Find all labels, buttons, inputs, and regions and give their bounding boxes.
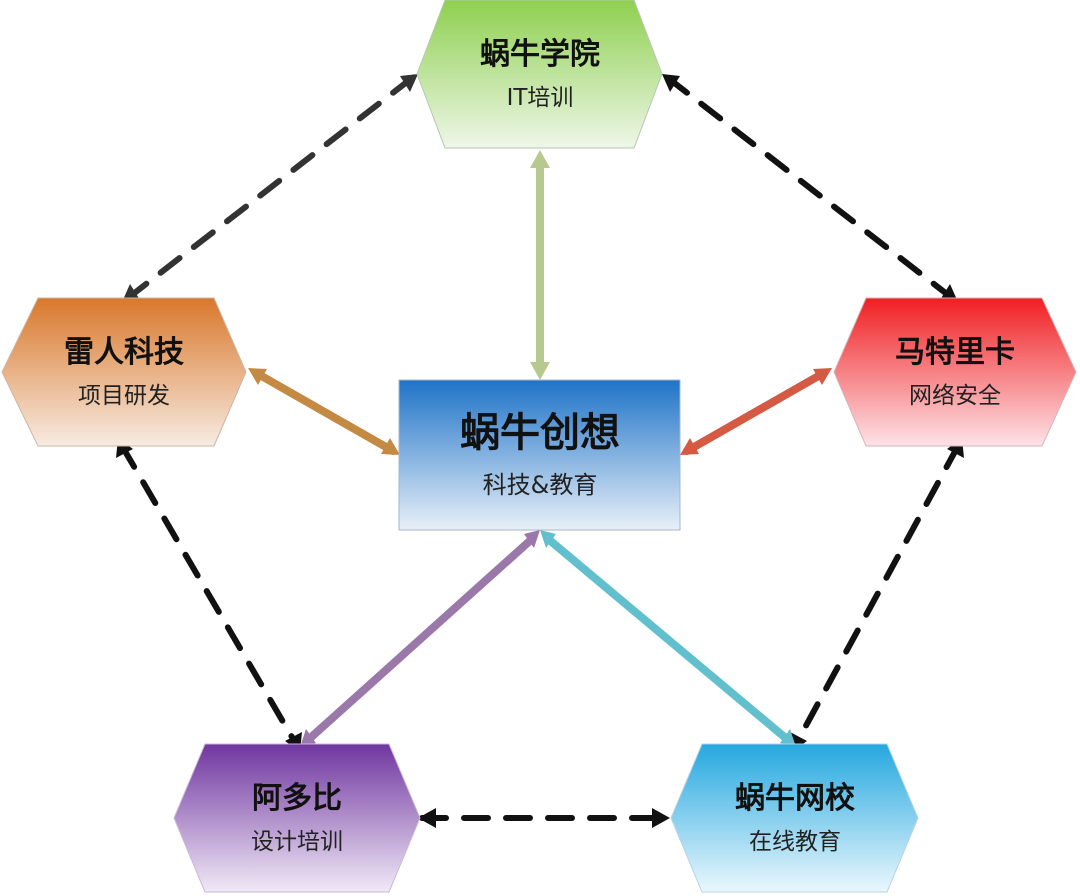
arrowhead-bottom-right <box>652 808 670 828</box>
arrowhead-center-left-outer <box>248 368 267 385</box>
node-bottom-left: 阿多比 设计培训 <box>173 743 421 893</box>
node-title-top: 蜗牛学院 <box>480 37 600 72</box>
connector-center-bottom-right <box>543 534 792 744</box>
node-subtitle-bottom-left: 设计培训 <box>251 829 343 855</box>
connector-left-bottom-left-dashed <box>119 443 299 747</box>
arrowhead-center-right-inner <box>680 438 699 455</box>
arrowhead-center-top-down <box>530 362 550 380</box>
center-node: 蜗牛创想 科技&教育 <box>398 379 681 531</box>
connector-top-right-dashed <box>665 75 955 301</box>
center-subtitle: 科技&教育 <box>483 471 598 499</box>
arrowhead-center-left-inner <box>381 438 400 455</box>
node-title-left: 雷人科技 <box>64 335 184 370</box>
arrowhead-center-right-outer <box>813 368 832 385</box>
node-subtitle-left: 项目研发 <box>78 383 170 409</box>
connector-center-bottom-left <box>304 534 537 744</box>
node-subtitle-bottom-right: 在线教育 <box>749 829 841 855</box>
arrowhead-center-bottom-right-lower <box>780 729 796 747</box>
node-subtitle-top: IT培训 <box>507 85 574 111</box>
connector-center-left <box>254 370 397 455</box>
arrowhead-bottom-left <box>418 808 436 828</box>
right-hexagon <box>833 297 1077 447</box>
left-hexagon <box>1 297 247 447</box>
arrowhead-center-top-up <box>530 150 550 168</box>
arrowhead-center-bottom-right-upper <box>540 530 556 548</box>
arrowhead-center-bottom-left-upper <box>524 530 540 548</box>
arrowhead-top-right-upper <box>662 74 680 92</box>
connector-right-bottom-right-dashed <box>793 443 961 747</box>
node-top: 蜗牛学院 IT培训 <box>416 0 663 149</box>
connector-center-right <box>683 370 826 455</box>
center-box <box>398 379 681 531</box>
node-title-bottom-right: 蜗牛网校 <box>735 781 855 816</box>
node-left: 雷人科技 项目研发 <box>1 297 247 447</box>
inner-connections <box>248 150 832 747</box>
top-hexagon <box>416 0 663 149</box>
node-right: 马特里卡 网络安全 <box>833 297 1077 447</box>
arrowhead-center-bottom-left-lower <box>300 729 316 747</box>
node-bottom-right: 蜗牛网校 在线教育 <box>670 743 919 893</box>
node-title-right: 马特里卡 <box>895 335 1015 370</box>
bottom-left-hexagon <box>173 743 421 893</box>
center-title: 蜗牛创想 <box>460 410 620 456</box>
bottom-right-hexagon <box>670 743 919 893</box>
arrowhead-top-left-upper <box>400 74 418 92</box>
node-title-bottom-left: 阿多比 <box>252 781 342 816</box>
connector-top-left-dashed <box>125 75 415 301</box>
node-subtitle-right: 网络安全 <box>909 383 1001 409</box>
